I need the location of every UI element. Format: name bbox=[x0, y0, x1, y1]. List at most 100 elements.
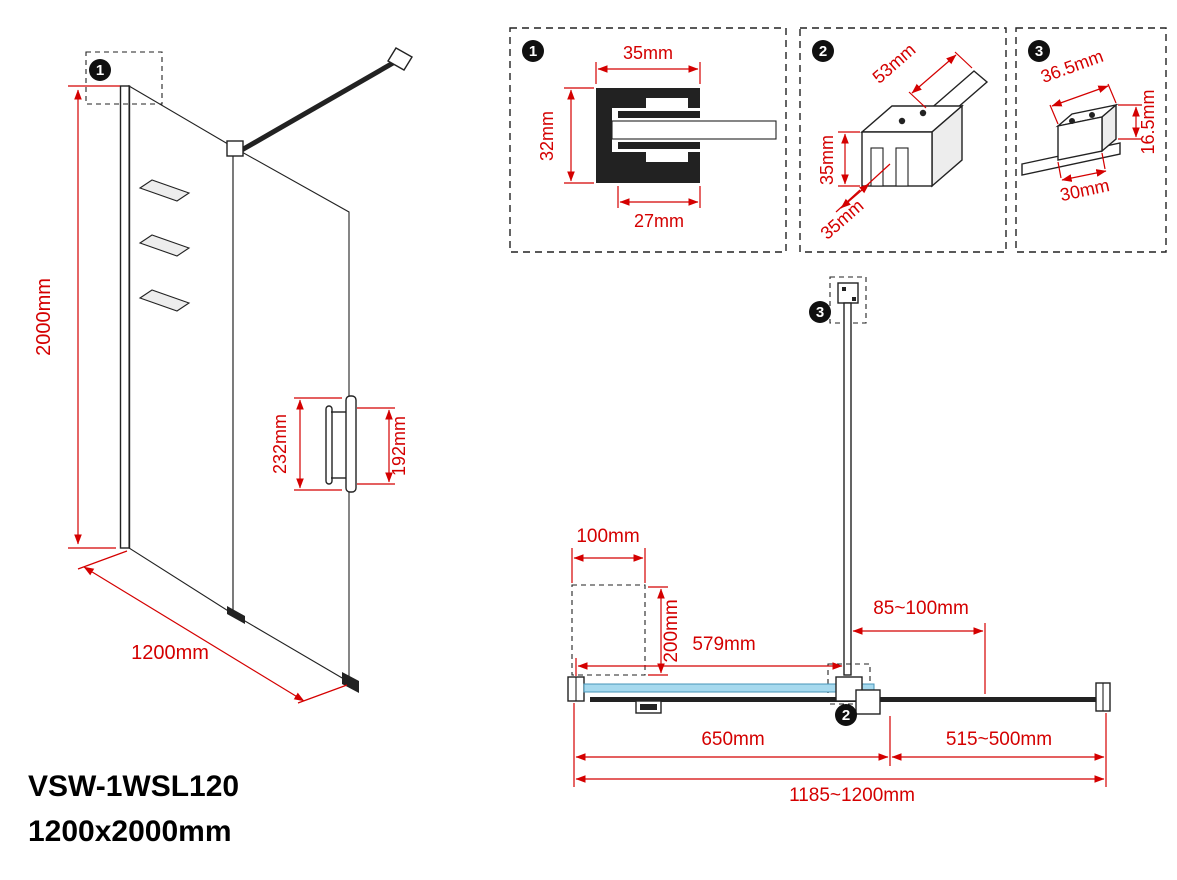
depth-label: 200mm bbox=[661, 599, 682, 662]
dimension-wall-offset: 100mm bbox=[571, 526, 646, 583]
profile-bottom-notch bbox=[646, 152, 688, 162]
dimension-height: 2000mm bbox=[33, 85, 120, 549]
screw-1 bbox=[1069, 118, 1075, 124]
shelf-2 bbox=[138, 234, 191, 257]
dimension-bar-range: 85~100mm bbox=[852, 598, 986, 694]
ext-line bbox=[77, 550, 128, 570]
bar-range-label: 85~100mm bbox=[873, 598, 969, 619]
dim-line bbox=[83, 566, 305, 702]
d1-top-label: 35mm bbox=[623, 43, 673, 63]
fixed-glass-plan bbox=[583, 683, 875, 693]
support-bar bbox=[238, 56, 402, 154]
ext-line bbox=[1107, 83, 1117, 104]
dimension-width: 1200mm bbox=[77, 550, 348, 704]
screw-1 bbox=[898, 117, 906, 125]
dim-line bbox=[840, 183, 870, 209]
dimension-handle-inner: 192mm bbox=[357, 407, 409, 485]
clamp-strip-top bbox=[618, 111, 700, 118]
profile-back-plate bbox=[596, 88, 612, 183]
dimension-d2-left: 35mm bbox=[817, 131, 860, 187]
ext-line bbox=[865, 163, 891, 187]
glass-slot-1 bbox=[870, 147, 884, 187]
callout-box-1 bbox=[85, 51, 163, 105]
ext-line bbox=[954, 51, 973, 69]
joint-foot bbox=[227, 606, 245, 624]
marker-2-badge bbox=[812, 40, 834, 62]
product-size: 1200x2000mm bbox=[28, 815, 232, 848]
marker-3-badge bbox=[809, 301, 831, 323]
glass-edge bbox=[611, 120, 777, 140]
ext-line bbox=[1057, 161, 1062, 179]
handle-inner-post bbox=[325, 405, 333, 485]
dimension-d3-right: 16.5mm bbox=[1118, 89, 1158, 155]
detail-1-frame bbox=[509, 27, 787, 253]
marker-3-number: 3 bbox=[816, 304, 824, 321]
dimension-bar-position: 579mm bbox=[575, 634, 843, 676]
dimension-d1-top: 35mm bbox=[595, 43, 701, 84]
d2-depth-label: 35mm bbox=[817, 196, 868, 244]
support-bar-wall-plate bbox=[387, 47, 413, 71]
height-label: 2000mm bbox=[33, 278, 55, 356]
corner-bracket bbox=[860, 70, 989, 188]
ext-line bbox=[908, 91, 927, 109]
d1-bottom-label: 27mm bbox=[634, 211, 684, 231]
plate-screw-2 bbox=[852, 297, 856, 301]
wall-offset-label: 100mm bbox=[576, 526, 639, 547]
dimension-d1-bottom: 27mm bbox=[617, 186, 701, 231]
bracket-zone-box bbox=[571, 584, 646, 676]
marker-3-badge bbox=[1028, 40, 1050, 62]
glass-slot-2 bbox=[895, 147, 909, 187]
handle-outer-bar bbox=[345, 395, 357, 493]
dim-line bbox=[911, 54, 957, 94]
connector-front-face bbox=[1057, 116, 1103, 161]
plan-view: 3 2 100mm 200mm 579mm bbox=[567, 276, 1111, 806]
panel-foot bbox=[342, 672, 359, 693]
handle-plan-grip bbox=[640, 704, 657, 710]
dimension-handle-outer: 232mm bbox=[270, 397, 342, 491]
shelf-3 bbox=[138, 289, 191, 312]
d1-left-label: 32mm bbox=[537, 111, 557, 161]
support-bar-bracket bbox=[226, 140, 244, 157]
front-view: 2000mm 1200mm 232mm 192mm 1 bbox=[33, 47, 413, 704]
swing-section-label: 515~500mm bbox=[946, 729, 1052, 750]
total-width-label: 1185~1200mm bbox=[789, 785, 915, 806]
ext-line bbox=[297, 684, 348, 704]
handle-outer-label: 232mm bbox=[270, 414, 290, 474]
marker-1-badge bbox=[522, 40, 544, 62]
towel-handle bbox=[325, 395, 357, 493]
dim-line bbox=[1061, 169, 1107, 182]
dimension-total-width: 1185~1200mm bbox=[575, 775, 1105, 806]
dimension-d1-left: 32mm bbox=[537, 87, 594, 184]
marker-2-number: 2 bbox=[842, 707, 850, 724]
support-bar-plan bbox=[843, 302, 852, 676]
fixed-glass-panel bbox=[128, 85, 234, 616]
wall-profile-section bbox=[596, 88, 777, 183]
detail-2-frame bbox=[799, 27, 1007, 253]
detail-3-frame bbox=[1015, 27, 1167, 253]
rail-connector bbox=[1021, 103, 1121, 176]
dimension-depth: 200mm bbox=[648, 586, 682, 676]
detail-view-1: 1 35mm 32mm 27mm bbox=[509, 27, 787, 253]
marker-3-number: 3 bbox=[1035, 43, 1043, 60]
ext-line bbox=[1101, 152, 1106, 170]
marker-2-number: 2 bbox=[819, 43, 827, 60]
profile-top-notch bbox=[646, 98, 688, 108]
marker-1-badge bbox=[89, 59, 111, 81]
width-label: 1200mm bbox=[131, 642, 209, 664]
bar-clamp-block-2 bbox=[855, 689, 881, 715]
detail-view-2: 2 53mm 35mm 35mm bbox=[799, 27, 1007, 253]
wall-profile bbox=[119, 85, 131, 549]
bar-position-label: 579mm bbox=[692, 634, 755, 655]
marker-1-number: 1 bbox=[96, 62, 104, 79]
dim-line bbox=[1051, 85, 1109, 107]
screw-2 bbox=[919, 109, 927, 117]
dimension-swing-section: 515~500mm bbox=[891, 713, 1107, 787]
marker-1-number: 1 bbox=[529, 43, 537, 60]
d2-left-label: 35mm bbox=[817, 135, 837, 185]
d2-bar-label: 53mm bbox=[869, 40, 920, 88]
shelf-1 bbox=[138, 179, 191, 202]
clamp-strip-bottom bbox=[618, 142, 700, 149]
screw-2 bbox=[1089, 112, 1095, 118]
